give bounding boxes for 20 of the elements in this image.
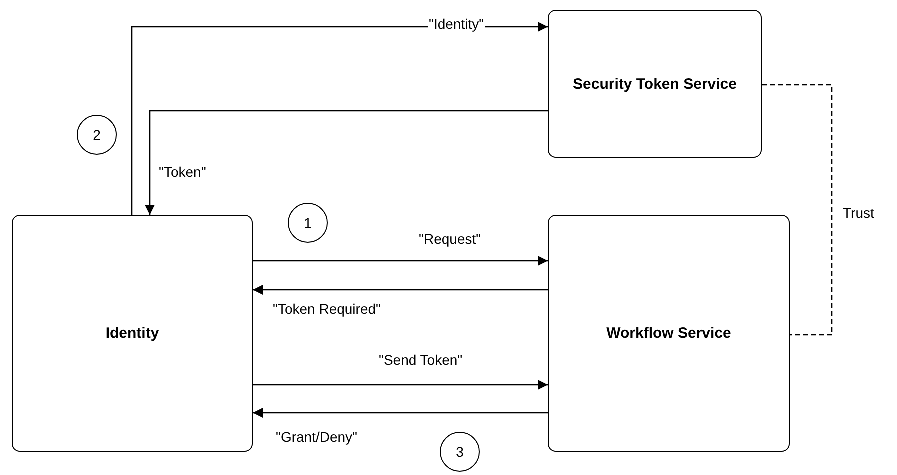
- step-number-circle: 1: [288, 203, 328, 243]
- process-box: Workflow Service: [548, 215, 790, 452]
- process-box: Security Token Service: [548, 10, 762, 158]
- edge-label: "Identity": [428, 16, 486, 32]
- edge-label: "Send Token": [378, 352, 464, 368]
- arrow: [145, 110, 548, 215]
- arrow: [253, 408, 548, 418]
- edge-label: "Token": [158, 164, 208, 180]
- arrow: [253, 380, 548, 390]
- step-number-circle: 2: [77, 115, 117, 155]
- dashed-connector: [762, 84, 833, 336]
- edge-label: "Token Required": [272, 301, 382, 317]
- edge-label: Trust: [842, 205, 876, 221]
- step-number-circle: 3: [440, 432, 480, 472]
- edge-label: "Grant/Deny": [275, 429, 359, 445]
- arrow: [253, 256, 548, 266]
- arrow: [131, 22, 548, 215]
- edge-label: "Request": [418, 231, 482, 247]
- process-box: Identity: [12, 215, 253, 452]
- arrow: [253, 285, 548, 295]
